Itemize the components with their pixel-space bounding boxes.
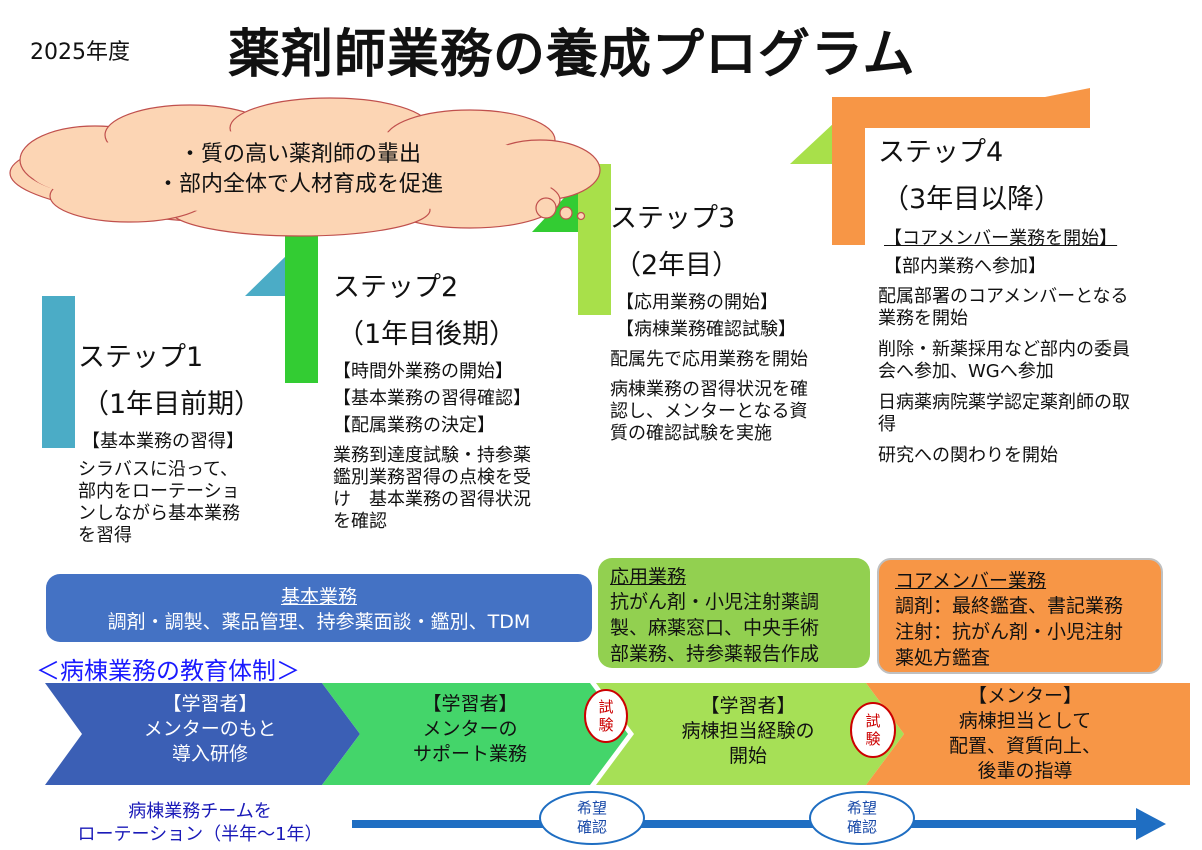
test-label-2: 試 験 [865, 712, 881, 748]
step2-title: ステップ2 [333, 272, 459, 303]
step1-stair-fill [42, 296, 75, 448]
step2-period: （1年目後期） [337, 319, 517, 350]
step1-title: ステップ1 [78, 342, 204, 373]
goal-line: ・部内全体で人材育成を促進 [156, 172, 443, 197]
step4-line: 【部内業務へ参加】 [884, 256, 1046, 277]
basic-duty-line: 調剤・調製、薬品管理、持参薬面談・鑑別、TDM [107, 611, 531, 633]
step3-line: 病棟業務の習得状況を確 [610, 379, 808, 400]
cloud-bubble [559, 206, 573, 220]
step4-line: 研究への関わりを開始 [878, 445, 1058, 466]
page-title: 薬剤師業務の養成プログラム [228, 25, 916, 85]
step1-period: （1年目前期） [82, 389, 262, 420]
step2-stair [285, 183, 578, 383]
step4-line: 会へ参加、WGへ参加 [878, 361, 1054, 382]
chevron-3 [596, 683, 904, 785]
wish-label-2: 希望 確認 [846, 799, 877, 836]
step4-line: 業務を開始 [878, 308, 968, 329]
step2-line: 鑑別業務習得の点検を受 [333, 467, 531, 488]
core-duty-line: 調剤：最終鑑査、書記業務 [895, 595, 1124, 617]
step4-line: 削除・新薬採用など部内の委員 [878, 339, 1130, 360]
step1-line: シラバスに沿って、 [78, 459, 239, 480]
applied-duty-title: 応用業務 [610, 566, 687, 588]
stage3-text: 【学習者】 病棟担当経験の 開始 [681, 695, 815, 767]
core-duty-box: コアメンバー業務 調剤：最終鑑査、書記業務 注射：抗がん剤・小児注射 薬処方鑑査 [877, 558, 1163, 674]
test-circle-2 [850, 702, 896, 758]
step2-line: 業務到達度試験・持参薬 [333, 445, 531, 466]
step3-period: （2年目） [614, 250, 740, 281]
rotation-arrow-head [1136, 808, 1166, 840]
step1-line: 【基本業務の習得】 [82, 431, 244, 452]
core-duty-line: 注射：抗がん剤・小児注射 [895, 621, 1124, 643]
wish-oval-2 [809, 791, 915, 845]
stage2-text: 【学習者】 メンターの サポート業務 [412, 693, 527, 765]
cloud-bubble [576, 211, 586, 221]
step1-line: 部内をローテーショ [78, 481, 240, 502]
step4-line: 得 [878, 414, 896, 435]
step4-block: ステップ4 （3年目以降） 【コアメンバー業務を開始】 【部内業務へ参加】 配属… [878, 130, 1130, 467]
applied-duty-line: 抗がん剤・小児注射薬調 [610, 591, 820, 613]
step1-line: を習得 [78, 525, 132, 546]
test-label-1: 試 験 [598, 698, 614, 734]
step3-line: 配属先で応用業務を開始 [610, 349, 808, 370]
step2-line: 【配属業務の決定】 [333, 415, 495, 436]
step1-line: ンしながら基本業務 [78, 503, 240, 524]
chevron-1 [45, 683, 360, 785]
step4-line: 【コアメンバー業務を開始】 [884, 228, 1118, 249]
education-title: ＜病棟業務の教育体制＞ [36, 657, 300, 685]
chevron-2 [322, 683, 628, 785]
stage1-text: 【学習者】 メンターのもと 導入研修 [143, 693, 277, 765]
applied-duty-line: 部業務、持参薬報告作成 [610, 643, 820, 665]
step2-line: を確認 [333, 511, 387, 532]
fiscal-year: 2025年度 [30, 40, 130, 65]
step4-period: （3年目以降） [882, 184, 1062, 215]
step4-line: 配属部署のコアメンバーとなる [878, 286, 1129, 307]
step2-block: ステップ2 （1年目後期） 【時間外業務の開始】 【基本業務の習得確認】 【配属… [333, 265, 531, 533]
step3-line: 質の確認試験を実施 [610, 423, 772, 444]
applied-duty-line: 製、麻薬窓口、中央手術 [610, 617, 820, 639]
core-duty-line: 薬処方鑑査 [895, 647, 991, 669]
cloud-bubble [535, 197, 557, 219]
step3-stair [578, 122, 835, 315]
step4-stair [832, 88, 1090, 245]
core-duty-title: コアメンバー業務 [895, 570, 1047, 592]
step4-title: ステップ4 [878, 137, 1004, 168]
basic-duty-title: 基本業務 [280, 586, 357, 608]
basic-duty-box: 基本業務 調剤・調製、薬品管理、持参薬面談・鑑別、TDM [46, 574, 592, 642]
step2-line: け 基本業務の習得状況 [333, 489, 531, 510]
stage4-text: 【メンター】 病棟担当として 配置、資質向上、 後輩の指導 [948, 685, 1101, 782]
rotation-text: 病棟業務チームを ローテーション（半年～1年） [77, 801, 323, 845]
test-circle-1 [584, 689, 628, 743]
step2-line: 【時間外業務の開始】 [333, 361, 513, 382]
step3-line: 【応用業務の開始】 [616, 292, 778, 313]
goal-line: ・質の高い薬剤師の輩出 [178, 142, 421, 167]
chevron-4 [866, 683, 1190, 785]
step3-title: ステップ3 [610, 203, 736, 234]
goal-cloud-text: ・質の高い薬剤師の輩出 ・部内全体で人材育成を促進 [120, 140, 480, 200]
step4-line: 日病薬病院薬学認定薬剤師の取 [878, 392, 1130, 413]
wish-oval-1 [539, 791, 645, 845]
step3-line: 認し、メンターとなる資 [610, 401, 808, 422]
applied-duty-box: 応用業務 抗がん剤・小児注射薬調 製、麻薬窓口、中央手術 部業務、持参薬報告作成 [598, 558, 870, 668]
step2-line: 【基本業務の習得確認】 [333, 388, 531, 409]
step3-block: ステップ3 （2年目） 【応用業務の開始】 【病棟業務確認試験】 配属先で応用業… [610, 196, 808, 445]
wish-label-1: 希望 確認 [576, 799, 607, 836]
step1-block: ステップ1 （1年目前期） 【基本業務の習得】 シラバスに沿って、 部内をローテ… [78, 335, 261, 547]
rotation-arrow-shaft [352, 820, 1142, 828]
step3-line: 【病棟業務確認試験】 [616, 319, 796, 340]
